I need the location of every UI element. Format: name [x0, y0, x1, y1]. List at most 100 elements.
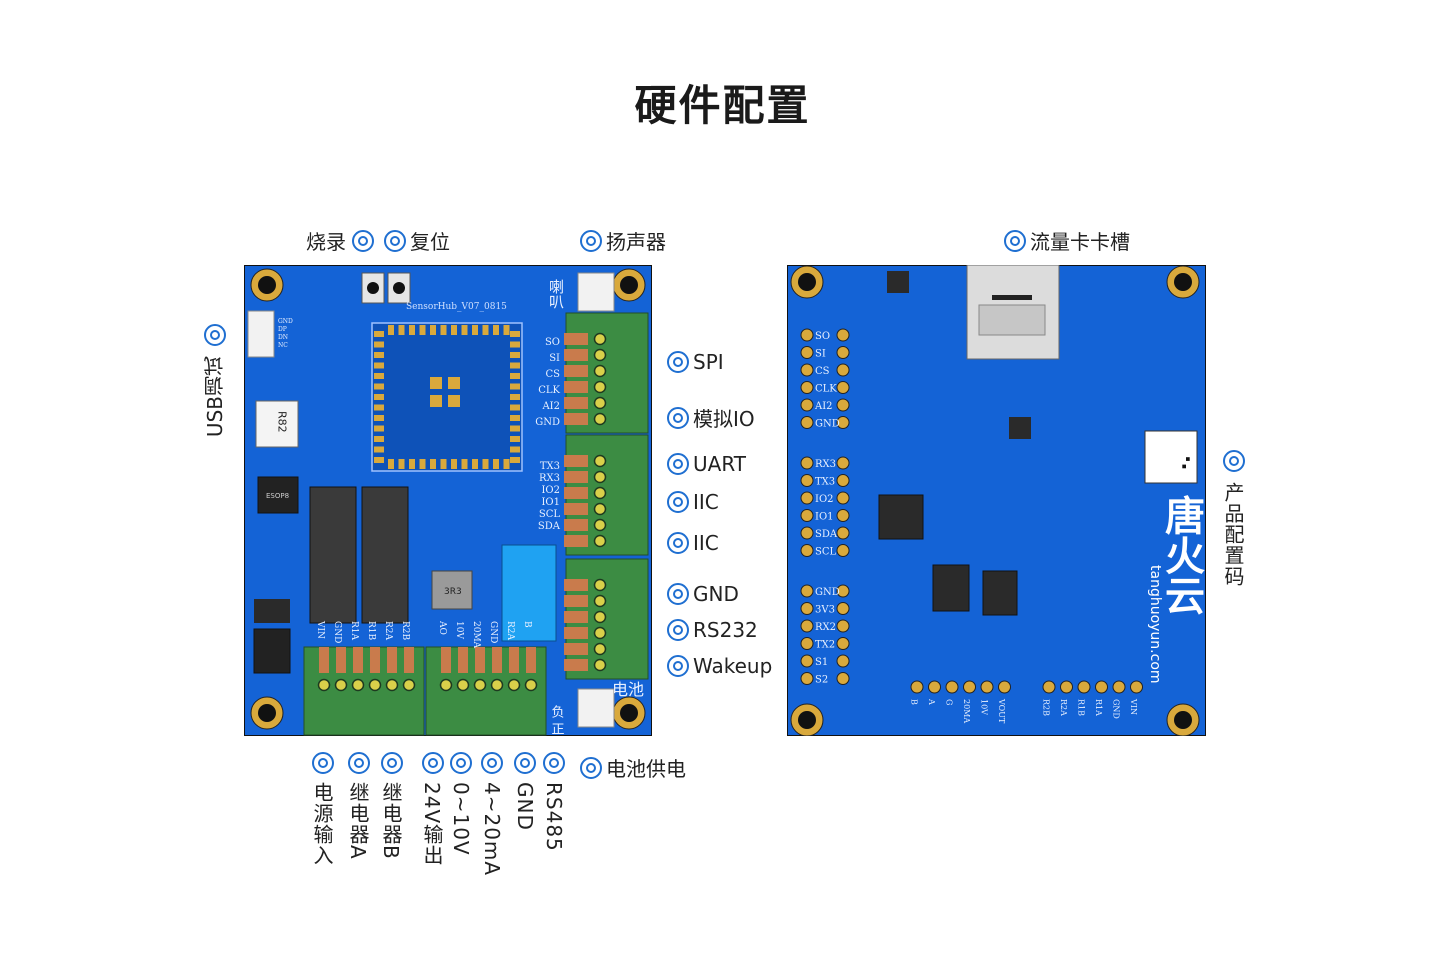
- header-pin-label: GND: [1112, 699, 1121, 719]
- header-pin: [836, 619, 850, 633]
- burn-marker-icon: [352, 229, 374, 252]
- header-pin-label: G: [945, 699, 954, 705]
- terminal-screw: [593, 502, 607, 516]
- header-pin: [980, 680, 994, 694]
- header-pin: [800, 398, 814, 412]
- usb-debug-label: USB调试: [200, 324, 229, 437]
- module-pad: [388, 325, 394, 335]
- pin-label: R2A: [383, 621, 393, 641]
- terminal-pin: [458, 647, 468, 673]
- module-pad: [493, 325, 499, 335]
- header-pin: [800, 584, 814, 598]
- battery-supply-label: 电池供电: [580, 753, 686, 782]
- usb-debug-text: USB调试: [203, 356, 227, 438]
- pin-label: GND: [332, 621, 342, 643]
- header-pin-label: 3V3: [815, 605, 835, 616]
- interface-label: SPI: [667, 350, 724, 374]
- header-pin-label: VOUT: [997, 698, 1006, 724]
- terminal-text: 继电器A: [346, 782, 370, 860]
- burn-label: 烧录: [306, 226, 374, 255]
- terminal-pin: [564, 487, 588, 499]
- interface-text: SPI: [693, 350, 724, 374]
- interface-text: IIC: [693, 490, 719, 514]
- header-pin-label: SCL: [815, 547, 837, 558]
- terminal-screw: [334, 678, 348, 692]
- usb-pin-label: DN: [278, 334, 288, 341]
- terminal-pin: [564, 611, 588, 623]
- terminal-marker-icon: [311, 752, 334, 774]
- pin-label: AI2: [541, 401, 560, 412]
- page-title: 硬件配置: [634, 81, 811, 130]
- pin-label: B: [522, 621, 532, 628]
- terminal-screw: [593, 470, 607, 484]
- header-pin-label: VIN: [1129, 698, 1138, 715]
- module-pad: [374, 341, 384, 348]
- terminal-pin: [526, 647, 536, 673]
- interface-label: 模拟IO: [667, 403, 755, 432]
- terminal-pin: [564, 455, 588, 467]
- terminal-pin: [564, 579, 588, 591]
- speaker-label: 扬声器: [580, 226, 666, 255]
- terminal-pin: [564, 535, 588, 547]
- header-pin: [800, 346, 814, 359]
- polarity-silk-text: 负 正: [549, 705, 565, 735]
- header-pin: [800, 416, 814, 429]
- module-pad: [398, 325, 405, 335]
- terminal-pin: [492, 647, 502, 673]
- pin-label: VIN: [315, 620, 325, 639]
- module-pad: [510, 415, 520, 421]
- terminal-pin: [564, 627, 588, 639]
- terminal-text: 4~20mA: [480, 782, 504, 877]
- interface-marker-icon: [667, 532, 689, 554]
- module-pad: [409, 325, 415, 335]
- header-pin-label: IO2: [815, 494, 834, 505]
- sim-slot-marker-icon: [1004, 229, 1026, 252]
- terminal-screw: [351, 678, 365, 692]
- interface-marker-icon: [667, 655, 689, 677]
- header-pin: [836, 602, 850, 615]
- header-pin: [800, 363, 814, 377]
- module-pad: [510, 341, 520, 348]
- interface-text: RS232: [693, 618, 758, 642]
- terminal-marker-icon: [514, 752, 536, 774]
- header-pin: [928, 680, 941, 694]
- pin-label: SI: [549, 353, 560, 364]
- module-pad: [482, 459, 489, 469]
- module-pad: [510, 425, 520, 432]
- terminal-pin: [564, 397, 588, 409]
- module-pad: [430, 459, 436, 469]
- terminal-screw: [593, 348, 607, 362]
- chip-text: ESOP8: [266, 492, 289, 500]
- terminal-screw: [593, 642, 607, 656]
- header-pin: [800, 654, 814, 668]
- usb-debug-marker-icon: [203, 324, 226, 346]
- sim-slot-label: 流量卡卡槽: [1004, 226, 1130, 255]
- terminal-screw: [593, 610, 607, 624]
- header-pin: [800, 544, 814, 557]
- header-pin: [945, 680, 959, 694]
- terminal-pin: [475, 647, 485, 673]
- terminal-marker-icon: [450, 752, 472, 774]
- interface-text: IIC: [693, 531, 719, 555]
- pin-label: RX3: [539, 473, 560, 484]
- module-pad: [398, 459, 405, 469]
- header-pin-label: GND: [815, 587, 840, 598]
- terminal-screw: [593, 594, 607, 608]
- qr-cell: [1186, 457, 1190, 461]
- pin-label: SO: [545, 337, 560, 348]
- module-pad: [374, 383, 384, 390]
- module-pad: [461, 459, 468, 469]
- header-pin: [1060, 680, 1073, 694]
- header-pin: [836, 491, 850, 505]
- terminal-screw: [593, 534, 607, 548]
- header-pin: [800, 491, 814, 505]
- battery-supply-text: 电池供电: [606, 757, 686, 781]
- interface-text: GND: [693, 582, 739, 606]
- header-pin: [836, 584, 850, 598]
- terminal-pin: [564, 643, 588, 655]
- terminal-screw: [385, 678, 399, 692]
- header-pin-label: R1B: [1077, 699, 1086, 716]
- terminal-pin: [564, 381, 588, 393]
- header-pin-label: S2: [815, 675, 828, 686]
- header-pin: [836, 672, 850, 685]
